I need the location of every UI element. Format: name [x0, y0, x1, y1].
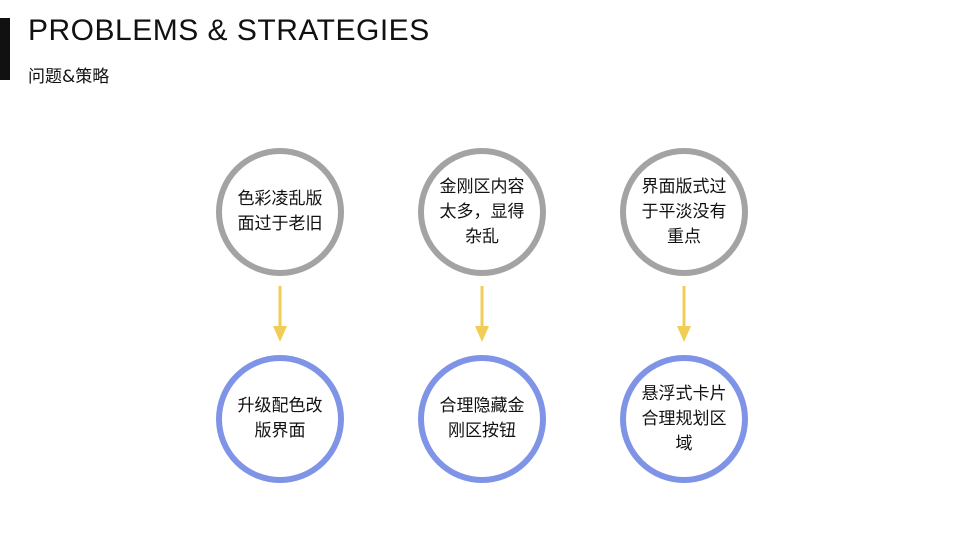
down-arrow-icon — [475, 286, 489, 344]
down-arrow-icon — [677, 286, 691, 344]
page-title: PROBLEMS & STRATEGIES — [28, 14, 430, 47]
strategy-circle-3: 悬浮式卡片合理规划区域 — [620, 355, 748, 483]
strategy-text-3: 悬浮式卡片合理规划区域 — [641, 383, 727, 454]
problem-text-3: 界面版式过于平淡没有重点 — [641, 176, 727, 247]
column-1: 色彩凌乱版面过于老旧 升级配色改版界面 — [216, 148, 344, 488]
strategy-text-1: 升级配色改版界面 — [237, 396, 323, 441]
problem-text-2: 金刚区内容太多，显得杂乱 — [439, 176, 525, 247]
problem-circle-2: 金刚区内容太多，显得杂乱 — [418, 148, 546, 276]
down-arrow-icon — [273, 286, 287, 344]
problem-circle-1: 色彩凌乱版面过于老旧 — [216, 148, 344, 276]
problem-circle-3: 界面版式过于平淡没有重点 — [620, 148, 748, 276]
strategy-circle-1: 升级配色改版界面 — [216, 355, 344, 483]
accent-bar — [0, 18, 10, 80]
strategy-circle-2: 合理隐藏金刚区按钮 — [418, 355, 546, 483]
column-3: 界面版式过于平淡没有重点 悬浮式卡片合理规划区域 — [620, 148, 748, 488]
page-subtitle: 问题&策略 — [28, 67, 110, 87]
problem-text-1: 色彩凌乱版面过于老旧 — [237, 189, 323, 234]
column-2: 金刚区内容太多，显得杂乱 合理隐藏金刚区按钮 — [418, 148, 546, 488]
strategy-text-2: 合理隐藏金刚区按钮 — [439, 396, 525, 441]
